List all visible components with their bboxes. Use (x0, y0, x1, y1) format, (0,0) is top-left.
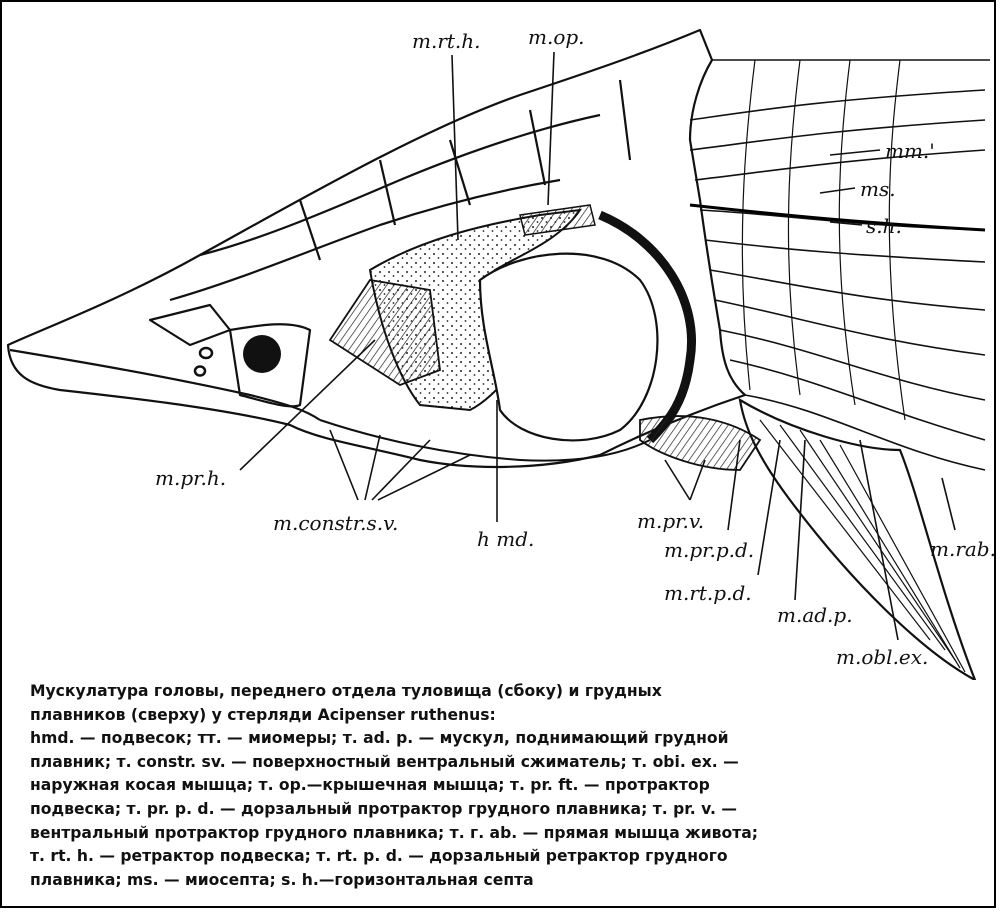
caption-line: hmd. — подвесок; тт. — миомеры; т. ad. р… (30, 729, 729, 748)
fin-rays (759, 419, 966, 673)
caption-line: плавник; т. constr. sv. — поверхностный … (30, 752, 739, 771)
label-m-rab: m.rab. (930, 537, 996, 561)
label-h-md: h md. (477, 527, 534, 551)
caption-line: наружная косая мышца; т. ор.—крышечная м… (30, 776, 710, 795)
protractor-hatch (328, 279, 441, 387)
nostril-1 (198, 346, 214, 360)
figure-caption: Мускулатура головы, переднего отдела тул… (30, 680, 960, 892)
label-m-rt-p-d: m.rt.p.d. (664, 581, 752, 605)
opercular-muscle (519, 204, 596, 236)
horizontal-septum (689, 203, 986, 232)
label-m-ad-p: m.ad.p. (777, 603, 853, 627)
label-m-pr-h: m.pr.h. (155, 466, 226, 490)
pelvic-ventral-muscle (639, 415, 762, 471)
label-ms: ms. (860, 177, 896, 201)
head-outline (6, 28, 747, 469)
opercular-outline (478, 252, 659, 442)
label-m-obl-ex: m.obl.ex. (836, 645, 928, 669)
label-mm: mm.' (885, 139, 935, 163)
label-m-rt-h: m.rt.h. (412, 29, 481, 53)
ventral-constrictor (319, 419, 651, 462)
myomeres (689, 59, 990, 471)
label-s-h: s.h. (866, 214, 902, 238)
label-m-pr-p-d: m.pr.p.d. (664, 538, 754, 562)
caption-line: т. rt. h. — ретрактор подвеска; т. rt. р… (30, 847, 728, 866)
caption-line: подвеска; т. pr. р. d. — дорзальный прот… (30, 799, 737, 818)
caption-line: плавников (сверху) у стерляди Acipenser … (30, 705, 496, 724)
label-m-op: m.op. (528, 25, 585, 49)
eye (243, 335, 281, 373)
pectoral-fin (738, 397, 977, 680)
sturgeon-head-drawing: m.rt.h. m.op. mm.' ms. s.h. m.pr.h. m.co… (6, 25, 996, 680)
caption-line: Мускулатура головы, переднего отдела тул… (30, 682, 662, 700)
label-m-constr-s-v: m.constr.s.v. (273, 511, 398, 535)
nostril-2 (193, 365, 207, 377)
leader-lines (239, 51, 956, 641)
caption-line: плавника; ms. — миосепта; s. h.—горизонт… (30, 870, 534, 889)
caption-line: вентральный протрактор грудного плавника… (30, 823, 759, 842)
label-m-pr-v: m.pr.v. (637, 509, 704, 533)
